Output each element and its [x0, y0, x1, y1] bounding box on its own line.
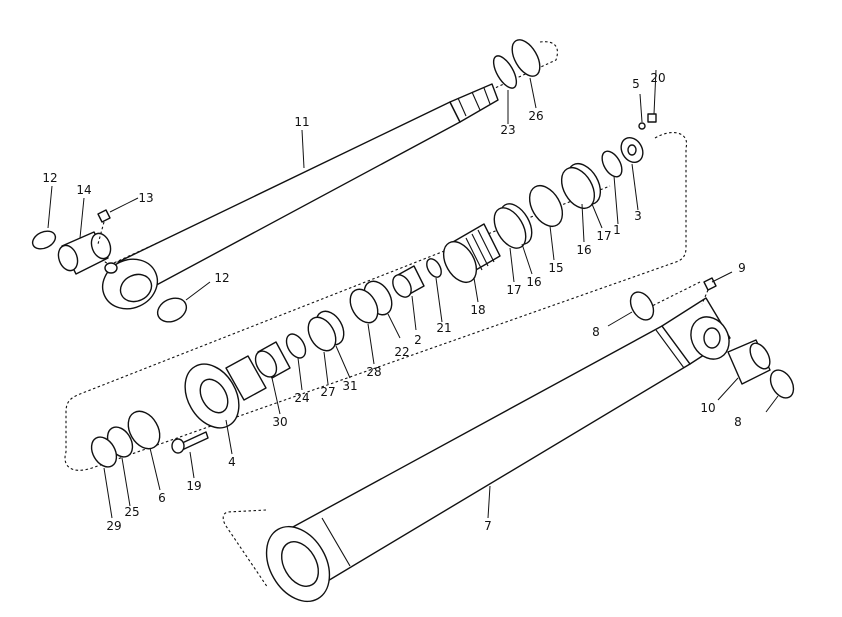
- piston-group-outline: [64, 132, 688, 471]
- callout-17-upper: 17: [596, 229, 611, 243]
- cylinder-head: [184, 355, 267, 429]
- callout-25: 25: [124, 505, 139, 519]
- wiper-6: [127, 410, 161, 450]
- lock-screw: [647, 113, 657, 123]
- callout-8-upper: 8: [592, 325, 600, 339]
- callout-7: 7: [484, 519, 492, 533]
- seal-ring-27: [307, 316, 337, 352]
- piston-nut: [620, 136, 644, 164]
- callout-31: 31: [342, 379, 357, 393]
- tube-seal-8-upper: [629, 291, 655, 321]
- set-screw: [638, 122, 646, 130]
- o-ring-21: [426, 258, 442, 278]
- callout-21: 21: [436, 321, 451, 335]
- callout-6: 6: [158, 491, 166, 505]
- backup-ring-15: [528, 185, 564, 227]
- callout-19: 19: [186, 479, 201, 493]
- callout-29: 29: [106, 519, 121, 533]
- snap-ring-24: [285, 333, 307, 359]
- wear-ring-1: [601, 150, 623, 178]
- socket-bolt: [171, 431, 209, 454]
- tube-end-bushing: [727, 339, 771, 385]
- callout-labels: 1 2 3 4 5 6 7 8 8 9 10 11 12 12 13 14 15…: [42, 71, 745, 533]
- seal-ring-17b: [493, 207, 527, 249]
- callout-22: 22: [394, 345, 409, 359]
- cylinder-tube: [265, 297, 731, 603]
- wiper-ring: [511, 39, 541, 77]
- callout-17-lower: 17: [506, 283, 521, 297]
- callout-14: 14: [76, 183, 91, 197]
- callout-4: 4: [228, 455, 236, 469]
- callout-12-left: 12: [42, 171, 57, 185]
- callout-12-right: 12: [214, 271, 229, 285]
- callout-10: 10: [700, 401, 715, 415]
- cushion-ring: [392, 265, 425, 298]
- callout-11: 11: [294, 115, 309, 129]
- callout-9: 9: [738, 261, 746, 275]
- callout-16-lower: 16: [526, 275, 541, 289]
- seal-ring-28: [349, 288, 379, 324]
- callout-27: 27: [320, 385, 335, 399]
- bushing-30: [254, 341, 291, 379]
- callout-18: 18: [470, 303, 485, 317]
- grease-fitting-rod: [97, 209, 111, 245]
- retaining-ring: [492, 55, 518, 89]
- callout-15: 15: [548, 261, 563, 275]
- callout-30: 30: [272, 415, 287, 429]
- callout-3: 3: [634, 209, 642, 223]
- seal-ring-16a: [560, 167, 596, 209]
- rod-seal-ring-left: [31, 230, 57, 250]
- rod-end-bushing: [57, 231, 112, 275]
- callout-24: 24: [294, 391, 309, 405]
- callout-13: 13: [138, 191, 153, 205]
- callout-28: 28: [366, 365, 381, 379]
- rod-group-outline: [103, 41, 558, 265]
- piston-rod: [101, 83, 499, 310]
- callout-8-lower: 8: [734, 415, 742, 429]
- callout-1: 1: [613, 223, 621, 237]
- leader-lines: [47, 69, 779, 519]
- piston: [442, 223, 501, 283]
- callout-23: 23: [500, 123, 515, 137]
- backup-ring-29: [90, 436, 118, 468]
- callout-16-upper: 16: [576, 243, 591, 257]
- tube-seal-8-lower: [769, 369, 795, 399]
- callout-2: 2: [414, 333, 422, 347]
- rod-seal-ring-right: [156, 297, 188, 323]
- grease-fitting-tube: [701, 277, 717, 305]
- callout-20: 20: [650, 71, 665, 85]
- callout-5: 5: [632, 77, 640, 91]
- callout-26: 26: [528, 109, 543, 123]
